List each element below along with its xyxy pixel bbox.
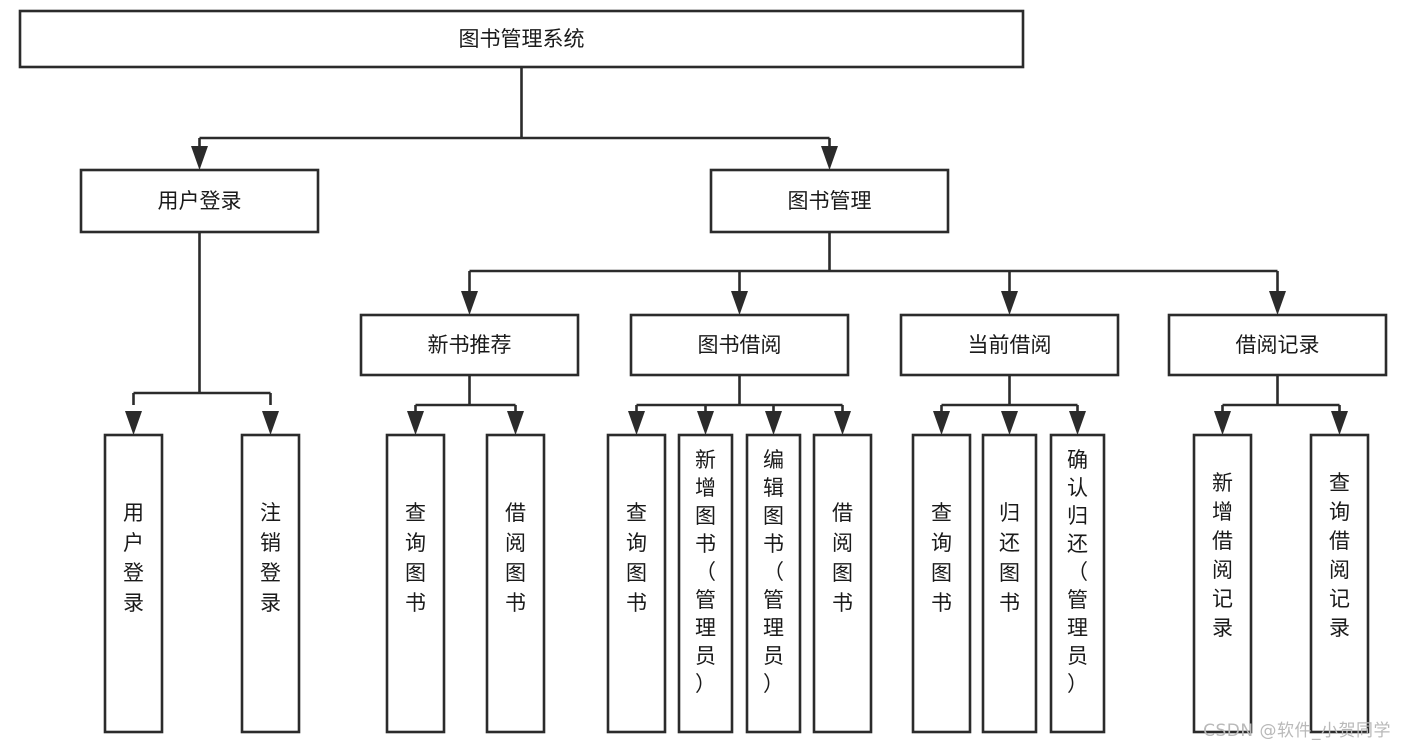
node-leaf-confirm-return-label: 确认归还（管理员） [1067, 448, 1088, 696]
node-leaf-return-book-box[interactable] [981, 433, 1038, 734]
node-new-book-recommend[interactable]: 新书推荐 [359, 313, 580, 377]
connector-layer [125, 67, 1348, 435]
arrow-head-book-borrow [731, 291, 748, 315]
node-leaf-user-login-label: 用户登录 [123, 501, 144, 615]
arrow-head-leaf-query-book-3 [933, 411, 950, 435]
node-leaf-borrow-book-2-label: 借阅图书 [832, 501, 853, 615]
arrow-head-leaf-borrow-book-2 [834, 411, 851, 435]
node-new-book-recommend-box[interactable] [359, 313, 580, 377]
node-leaf-query-book-3-box[interactable] [911, 433, 972, 734]
node-borrow-record-label: 借阅记录 [1236, 333, 1320, 357]
node-leaf-borrow-book-2-box[interactable] [812, 433, 873, 734]
node-leaf-query-book-1[interactable]: 查询图书 [385, 433, 446, 734]
node-current-borrow[interactable]: 当前借阅 [899, 313, 1120, 377]
node-book-borrow[interactable]: 图书借阅 [629, 313, 850, 377]
node-leaf-query-book-3-label: 查询图书 [931, 501, 952, 615]
node-leaf-borrow-book-1-label: 借阅图书 [505, 501, 526, 615]
node-leaf-query-book-3[interactable]: 查询图书 [911, 433, 972, 734]
node-leaf-user-login[interactable]: 用户登录 [103, 433, 164, 734]
node-borrow-record-box[interactable] [1167, 313, 1388, 377]
arrow-head-leaf-user-login [125, 411, 142, 435]
node-leaf-return-book[interactable]: 归还图书 [981, 433, 1038, 734]
node-leaf-logout-login-label: 注销登录 [260, 501, 281, 615]
node-leaf-query-record-label: 查询借阅记录 [1329, 471, 1350, 640]
arrow-head-current-borrow [1001, 291, 1018, 315]
arrow-head-borrow-record [1269, 291, 1286, 315]
node-leaf-query-record-box[interactable] [1309, 433, 1370, 734]
node-leaf-add-book[interactable]: 新增图书（管理员） [677, 433, 734, 734]
node-leaf-edit-book[interactable]: 编辑图书（管理员） [745, 433, 802, 734]
arrow-head-leaf-logout-login [262, 411, 279, 435]
arrow-head-user-login [191, 146, 208, 170]
node-leaf-edit-book-box[interactable] [745, 433, 802, 734]
node-current-borrow-label: 当前借阅 [968, 333, 1052, 357]
node-book-borrow-box[interactable] [629, 313, 850, 377]
node-user-login-label: 用户登录 [158, 189, 242, 213]
node-book-borrow-label: 图书借阅 [698, 333, 782, 357]
node-borrow-record[interactable]: 借阅记录 [1167, 313, 1388, 377]
node-leaf-add-book-box[interactable] [677, 433, 734, 734]
node-current-borrow-box[interactable] [899, 313, 1120, 377]
node-leaf-query-book-2[interactable]: 查询图书 [606, 433, 667, 734]
arrow-head-leaf-add-book [697, 411, 714, 435]
arrow-head-leaf-query-book-2 [628, 411, 645, 435]
node-leaf-add-book-label: 新增图书（管理员） [695, 448, 716, 696]
node-book-manage-label: 图书管理 [788, 189, 872, 213]
node-leaf-query-book-2-box[interactable] [606, 433, 667, 734]
node-leaf-user-login-box[interactable] [103, 433, 164, 734]
arrow-head-leaf-query-book-1 [407, 411, 424, 435]
node-leaf-return-book-label: 归还图书 [999, 501, 1020, 615]
node-leaf-query-book-1-label: 查询图书 [405, 501, 426, 615]
arrow-head-leaf-return-book [1001, 411, 1018, 435]
node-root[interactable]: 图书管理系统 [18, 9, 1025, 69]
node-leaf-logout-login-box[interactable] [240, 433, 301, 734]
node-leaf-logout-login[interactable]: 注销登录 [240, 433, 301, 734]
node-root-label: 图书管理系统 [459, 27, 585, 51]
node-new-book-recommend-label: 新书推荐 [428, 333, 512, 357]
node-leaf-add-record-label: 新增借阅记录 [1212, 471, 1233, 640]
node-leaf-confirm-return[interactable]: 确认归还（管理员） [1049, 433, 1106, 734]
node-leaf-borrow-book-2[interactable]: 借阅图书 [812, 433, 873, 734]
node-user-login-box[interactable] [79, 168, 320, 234]
arrow-head-leaf-edit-book [765, 411, 782, 435]
node-user-login[interactable]: 用户登录 [79, 168, 320, 234]
node-root-box[interactable] [18, 9, 1025, 69]
arrow-head-leaf-query-record [1331, 411, 1348, 435]
node-leaf-add-record[interactable]: 新增借阅记录 [1192, 433, 1253, 734]
node-leaf-borrow-book-1[interactable]: 借阅图书 [485, 433, 546, 734]
node-leaf-query-book-1-box[interactable] [385, 433, 446, 734]
node-book-manage[interactable]: 图书管理 [709, 168, 950, 234]
arrow-head-leaf-confirm-return [1069, 411, 1086, 435]
node-leaf-borrow-book-1-box[interactable] [485, 433, 546, 734]
arrow-head-new-book-recommend [461, 291, 478, 315]
node-leaf-edit-book-label: 编辑图书（管理员） [763, 448, 784, 696]
node-book-manage-box[interactable] [709, 168, 950, 234]
arrow-head-book-manage [821, 146, 838, 170]
node-leaf-confirm-return-box[interactable] [1049, 433, 1106, 734]
node-leaf-query-record[interactable]: 查询借阅记录 [1309, 433, 1370, 734]
arrow-head-leaf-borrow-book-1 [507, 411, 524, 435]
arrow-head-leaf-add-record [1214, 411, 1231, 435]
node-leaf-add-record-box[interactable] [1192, 433, 1253, 734]
node-leaf-query-book-2-label: 查询图书 [626, 501, 647, 615]
